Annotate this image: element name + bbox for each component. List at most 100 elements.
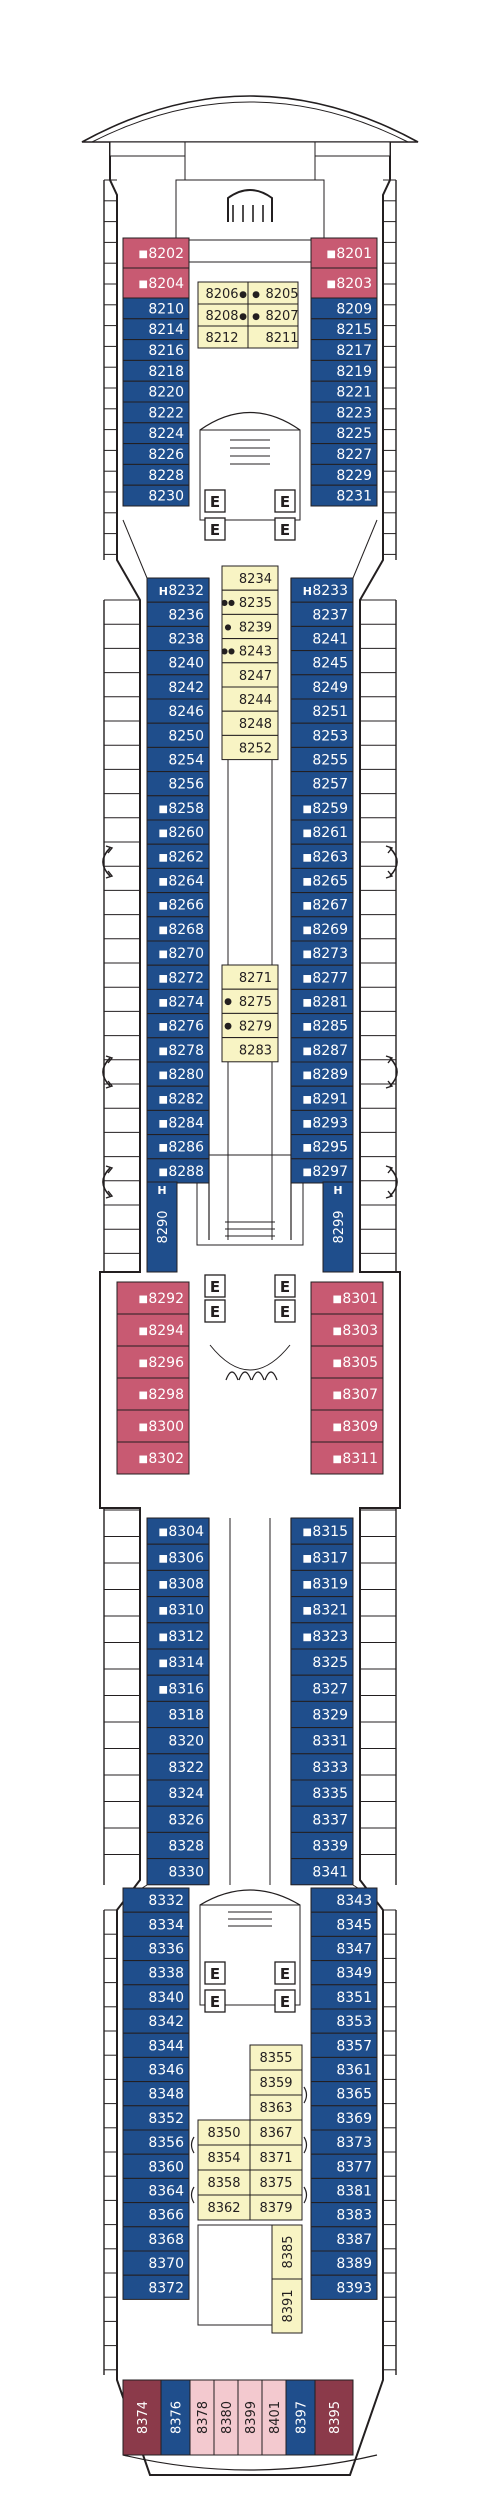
balcony-cabin[interactable]: 8293■ — [290, 1109, 354, 1136]
balcony-cabin[interactable]: 8314■ — [146, 1648, 210, 1676]
balcony-cabin[interactable]: 8365 — [310, 2081, 378, 2107]
inside-cabin[interactable]: 8362 — [197, 2194, 251, 2221]
inside-cabin[interactable]: 8367 — [249, 2119, 303, 2146]
inside-cabin[interactable]: 8350 — [197, 2119, 251, 2146]
balcony-cabin[interactable]: 8215 — [310, 318, 378, 341]
balcony-cabin[interactable]: 8265■ — [290, 867, 354, 894]
inside-cabin[interactable]: 8363 — [249, 2094, 303, 2121]
balcony-cabin[interactable]: 8360 — [122, 2153, 190, 2179]
midship-suite[interactable]: 8309■ — [310, 1409, 384, 1443]
balcony-cabin[interactable]: 8369 — [310, 2105, 378, 2131]
balcony-cabin[interactable]: 8221 — [310, 380, 378, 403]
balcony-cabin[interactable]: 8312■ — [146, 1622, 210, 1650]
balcony-cabin[interactable]: 8377 — [310, 2153, 378, 2179]
balcony-cabin[interactable]: 8278■ — [146, 1037, 210, 1063]
stern-cabin[interactable]: 8378 — [189, 2379, 215, 2456]
balcony-cabin[interactable]: 8253 — [290, 722, 354, 748]
balcony-cabin[interactable]: 8324 — [146, 1779, 210, 1807]
balcony-cabin[interactable]: 8321■ — [290, 1596, 354, 1624]
balcony-cabin[interactable]: 8393 — [310, 2274, 378, 2300]
midship-suite[interactable]: 8305■ — [310, 1345, 384, 1379]
balcony-cabin[interactable]: 8366 — [122, 2202, 190, 2228]
inside-cabin[interactable]: 8247 — [221, 662, 279, 688]
balcony-cabin[interactable]: 8291■ — [290, 1085, 354, 1111]
balcony-cabin[interactable]: 8277■ — [290, 964, 354, 990]
inside-cabin[interactable]: 8354 — [197, 2144, 251, 2171]
balcony-cabin[interactable]: 8387 — [310, 2226, 378, 2252]
balcony-cabin[interactable]: 8318 — [146, 1700, 210, 1729]
balcony-cabin[interactable]: 8269■ — [290, 916, 354, 942]
balcony-cabin[interactable]: 8330 — [146, 1858, 210, 1886]
balcony-cabin[interactable]: 8254 — [146, 746, 210, 773]
midship-suite[interactable]: 8292■ — [116, 1281, 190, 1315]
balcony-cabin[interactable]: 8255 — [290, 746, 354, 773]
balcony-cabin[interactable]: 8216 — [122, 339, 190, 361]
balcony-cabin[interactable]: 8273■ — [290, 940, 354, 966]
balcony-cabin[interactable]: 8336 — [122, 1935, 190, 1962]
balcony-cabin[interactable]: 8209 — [310, 297, 378, 320]
balcony-cabin[interactable]: 8268■ — [146, 916, 210, 942]
balcony-cabin[interactable]: 8333 — [290, 1753, 354, 1781]
balcony-cabin[interactable]: 8370 — [122, 2250, 190, 2276]
balcony-cabin[interactable]: 8340 — [122, 1984, 190, 2010]
balcony-cabin[interactable]: 8372 — [122, 2274, 190, 2300]
balcony-cabin[interactable]: 8256 — [146, 771, 210, 797]
balcony-cabin[interactable]: 8343 — [310, 1887, 378, 1913]
balcony-cabin[interactable]: 8263■ — [290, 843, 354, 869]
balcony-cabin[interactable]: 8389 — [310, 2250, 378, 2276]
balcony-cabin[interactable]: 8231 — [310, 484, 378, 507]
balcony-cabin[interactable]: 8325 — [290, 1648, 354, 1676]
balcony-cabin[interactable]: 8260■ — [146, 819, 210, 845]
midship-suite[interactable]: 8311■ — [310, 1441, 384, 1475]
balcony-cabin[interactable]: 8357 — [310, 2032, 378, 2058]
balcony-cabin[interactable]: 8295■ — [290, 1134, 354, 1160]
inside-cabin[interactable]: 8244 — [221, 686, 279, 712]
balcony-cabin[interactable]: 8327 — [290, 1674, 354, 1702]
inside-cabin[interactable]: 8207● — [247, 303, 299, 327]
balcony-cabin[interactable]: 8217 — [310, 339, 378, 361]
balcony-cabin[interactable]: 8274■ — [146, 988, 210, 1015]
balcony-cabin[interactable]: 8229 — [310, 463, 378, 486]
balcony-cabin[interactable]: 8245 — [290, 650, 354, 676]
balcony-cabin[interactable]: 8361 — [310, 2056, 378, 2083]
balcony-cabin[interactable]: 8364 — [122, 2177, 190, 2204]
balcony-cabin[interactable]: 8227 — [310, 443, 378, 465]
balcony-cabin[interactable]: 8347 — [310, 1935, 378, 1962]
balcony-cabin[interactable]: 8236 — [146, 601, 210, 627]
balcony-cabin[interactable]: 8223 — [310, 401, 378, 424]
balcony-cabin[interactable]: 8258■ — [146, 795, 210, 821]
forward-suite[interactable]: 8204■ — [122, 267, 190, 299]
balcony-cabin[interactable]: 8351 — [310, 1984, 378, 2010]
balcony-cabin[interactable]: 8337 — [290, 1805, 354, 1833]
balcony-cabin[interactable]: 8226 — [122, 443, 190, 465]
forward-suite[interactable]: 8201■ — [310, 237, 378, 269]
inside-cabin[interactable]: 8275● — [221, 988, 279, 1014]
balcony-cabin[interactable]: 8308■ — [146, 1569, 210, 1598]
midship-suite[interactable]: 8298■ — [116, 1377, 190, 1411]
balcony-cabin[interactable]: 8326 — [146, 1805, 210, 1833]
balcony-cabin[interactable]: 8262■ — [146, 843, 210, 869]
balcony-cabin[interactable]: 8381 — [310, 2177, 378, 2204]
forward-suite[interactable]: 8203■ — [310, 267, 378, 299]
balcony-cabin[interactable]: 8220 — [122, 380, 190, 403]
balcony-cabin[interactable]: 8346 — [122, 2056, 190, 2083]
balcony-cabin[interactable]: 8349 — [310, 1960, 378, 1986]
balcony-cabin[interactable]: 8272■ — [146, 964, 210, 990]
inside-cabin[interactable]: 8358 — [197, 2169, 251, 2196]
stern-cabin[interactable]: 8401 — [261, 2379, 287, 2456]
balcony-cabin[interactable]: 8348 — [122, 2081, 190, 2107]
balcony-cabin[interactable]: 8240 — [146, 650, 210, 676]
midship-suite[interactable]: 8300■ — [116, 1409, 190, 1443]
balcony-cabin[interactable]: 8242 — [146, 674, 210, 700]
balcony-cabin[interactable]: 8339 — [290, 1831, 354, 1860]
midship-suite[interactable]: 8301■ — [310, 1281, 384, 1315]
balcony-cabin[interactable]: 8356 — [122, 2129, 190, 2155]
balcony-cabin[interactable]: 8335 — [290, 1779, 354, 1807]
balcony-cabin[interactable]: 8266■ — [146, 892, 210, 918]
balcony-cabin[interactable]: 8284■ — [146, 1109, 210, 1136]
inside-cabin[interactable]: 8371 — [249, 2144, 303, 2171]
balcony-cabin[interactable]: 8288■ — [146, 1158, 210, 1184]
balcony-cabin[interactable]: 8270■ — [146, 940, 210, 966]
